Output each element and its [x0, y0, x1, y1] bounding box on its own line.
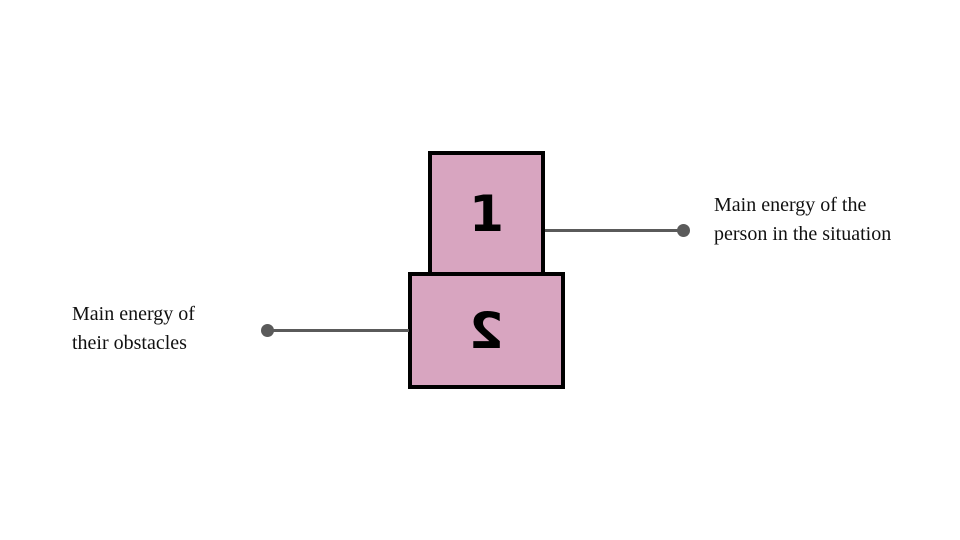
- connector-line-2: [267, 329, 409, 332]
- label-box-2: Main energy of their obstacles: [72, 303, 195, 354]
- box-2: 2: [408, 272, 565, 389]
- label-box-1: Main energy of the person in the situati…: [714, 194, 892, 245]
- box-1-number: 1: [469, 184, 504, 243]
- box-2-number: 2: [469, 301, 504, 360]
- connector-dot-1: [677, 224, 690, 237]
- connector-line-1: [545, 229, 683, 232]
- connector-dot-2: [261, 324, 274, 337]
- box-1: 1: [428, 151, 545, 276]
